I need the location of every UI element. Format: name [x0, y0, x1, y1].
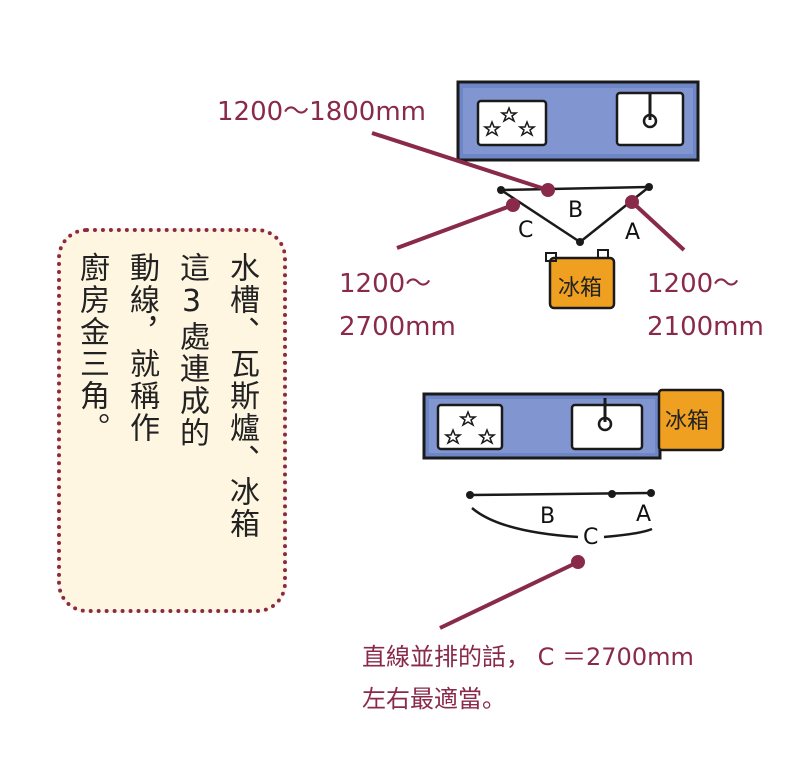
stove-icon [476, 99, 548, 147]
counter-bottom [422, 392, 662, 460]
note-column-2: 這3處連成的 [174, 252, 209, 449]
counter-top [456, 80, 700, 162]
label-right-range-line1: 1200～ [647, 269, 740, 299]
fridge-label-bottom: 冰箱 [665, 409, 710, 434]
note-column-1: 水槽、瓦斯爐、冰箱 [224, 252, 259, 540]
star-icon [458, 409, 478, 427]
fridge-label-top: 冰箱 [558, 276, 603, 301]
label-left-range-line1: 1200～ [339, 269, 432, 299]
sink-icon [570, 398, 644, 451]
letter-b-top: B [568, 198, 584, 223]
letter-b-bottom: B [540, 504, 556, 529]
linear-layout [466, 489, 655, 539]
label-top-range: 1200～1800mm [217, 97, 426, 127]
letter-a-bottom: A [636, 502, 652, 527]
star-icon [443, 427, 463, 445]
note-box [57, 228, 287, 613]
pointers [371, 131, 686, 630]
label-bottom-line2: 左右最適當。 [362, 685, 506, 713]
note-column-4: 廚房金三角。 [74, 252, 109, 444]
star-icon [517, 119, 537, 137]
star-icon [482, 119, 502, 137]
letter-c-bottom: C [583, 525, 599, 550]
stove-icon [436, 403, 504, 451]
letter-c-top: C [518, 218, 534, 243]
label-left-range-line2: 2700mm [339, 312, 456, 342]
star-icon [499, 105, 519, 123]
fridge-icon [545, 249, 616, 310]
label-bottom-line1: 直線並排的話， C ＝2700mm [362, 643, 694, 671]
fridge-icon [657, 388, 725, 452]
star-icon [477, 427, 497, 445]
label-right-range-line2: 2100mm [647, 312, 764, 342]
note-column-3: 動線，就稱作 [124, 252, 159, 444]
letter-a-top: A [625, 220, 641, 245]
sink-icon [615, 91, 685, 147]
